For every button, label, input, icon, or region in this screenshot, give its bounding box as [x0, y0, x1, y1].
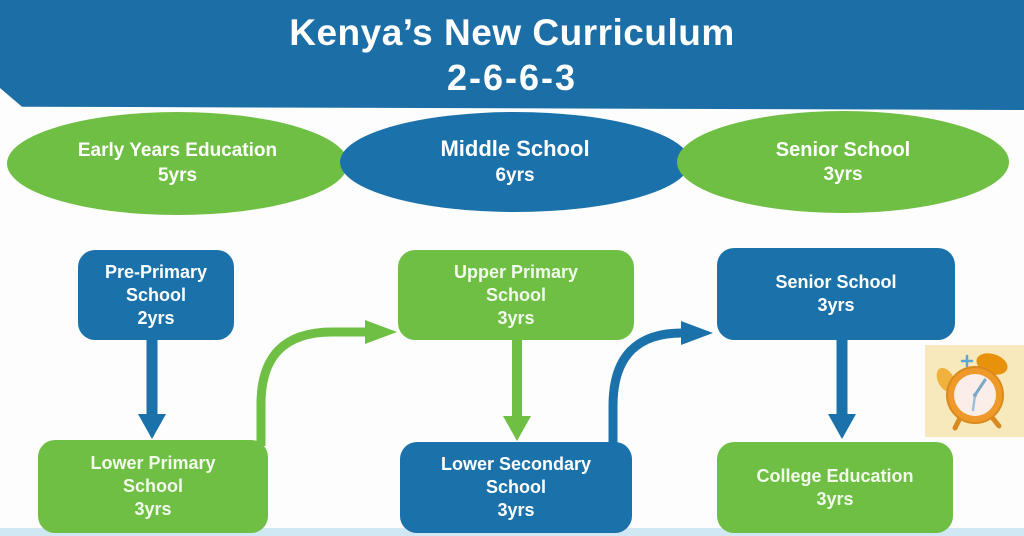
arrow-lower-primary-to-upper-primary	[256, 320, 397, 446]
stage-ellipse-senior-school: Senior School 3yrs	[677, 111, 1009, 213]
box-duration: 2yrs	[137, 307, 175, 328]
stage-name: Middle School	[440, 136, 590, 162]
stage-ellipse-early-years: Early Years Education 5yrs	[7, 112, 348, 215]
box-name: Lower Primary School	[90, 453, 216, 496]
box-upper-primary-school: Upper Primary School 3yrs	[398, 250, 634, 340]
stage-ellipse-middle-school: Middle School 6yrs	[340, 112, 690, 212]
box-duration: 3yrs	[816, 488, 854, 509]
box-duration: 3yrs	[817, 295, 855, 315]
box-lower-primary-school: Lower Primary School 3yrs	[38, 440, 268, 533]
box-college-education: College Education 3yrs	[717, 442, 953, 533]
stage-duration: 3yrs	[823, 163, 863, 185]
arrow-lower-secondary-to-senior-school	[608, 321, 713, 446]
box-name: Upper Primary School	[453, 261, 579, 305]
box-name: Pre-Primary School	[104, 261, 208, 305]
box-senior-school: Senior School 3yrs	[717, 248, 955, 340]
box-lower-secondary-school: Lower Secondary School 3yrs	[400, 442, 632, 533]
stage-duration: 5yrs	[157, 164, 198, 186]
title-banner: Kenya’s New Curriculum 2-6-6-3	[0, 0, 1024, 110]
arrow-upper-primary-to-lower-secondary	[503, 338, 531, 441]
box-name: College Education	[756, 465, 914, 486]
box-pre-primary-school: Pre-Primary School 2yrs	[78, 250, 234, 340]
stage-duration: 6yrs	[495, 164, 535, 186]
arrow-pre-primary-to-lower-primary	[138, 338, 166, 439]
page-title: Kenya’s New Curriculum	[289, 12, 735, 54]
stage-name: Early Years Education	[77, 139, 278, 161]
box-duration: 3yrs	[134, 499, 172, 519]
page-subtitle: 2-6-6-3	[446, 56, 578, 98]
box-name: Lower Secondary School	[440, 454, 592, 497]
box-duration: 3yrs	[497, 307, 535, 328]
alarm-clock-icon	[925, 345, 1024, 437]
stage-name: Senior School	[775, 138, 911, 161]
box-duration: 3yrs	[497, 500, 535, 520]
arrow-senior-school-to-college	[828, 338, 856, 439]
box-name: Senior School	[775, 272, 897, 292]
